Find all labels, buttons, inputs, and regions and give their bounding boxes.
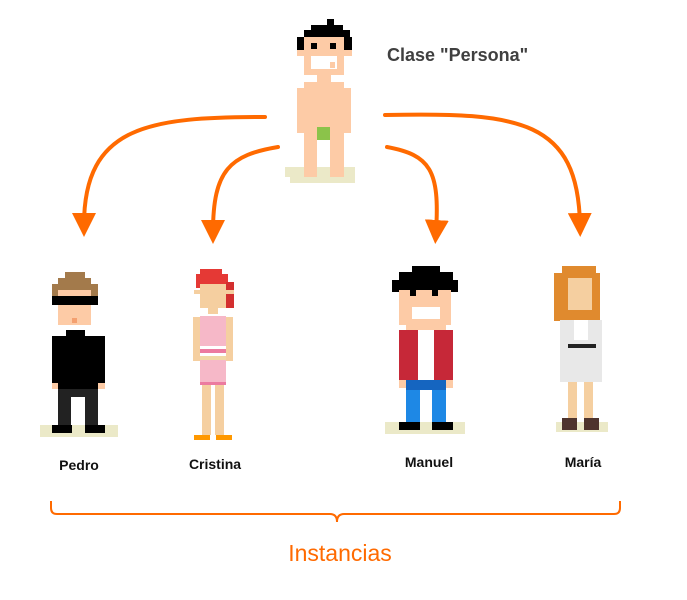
instance-label-cristina: Cristina bbox=[188, 456, 242, 472]
manuel-figure bbox=[385, 266, 465, 434]
arrow-to-manuel bbox=[385, 145, 449, 244]
class-title: Clase "Persona" bbox=[387, 45, 529, 65]
cristina-figure bbox=[193, 269, 234, 440]
instance-label-pedro: Pedro bbox=[59, 457, 99, 473]
arrow-to-maria bbox=[383, 112, 592, 237]
instances-label: Instancias bbox=[288, 540, 392, 566]
instances-brace bbox=[50, 501, 621, 523]
maria-figure bbox=[554, 266, 608, 432]
pedro-figure bbox=[40, 272, 118, 437]
instance-label-maria: María bbox=[564, 454, 602, 470]
arrow-to-cristina bbox=[201, 145, 280, 244]
persona-class-figure bbox=[285, 19, 355, 183]
instance-label-manuel: Manuel bbox=[404, 454, 454, 470]
arrow-to-pedro bbox=[72, 115, 267, 237]
